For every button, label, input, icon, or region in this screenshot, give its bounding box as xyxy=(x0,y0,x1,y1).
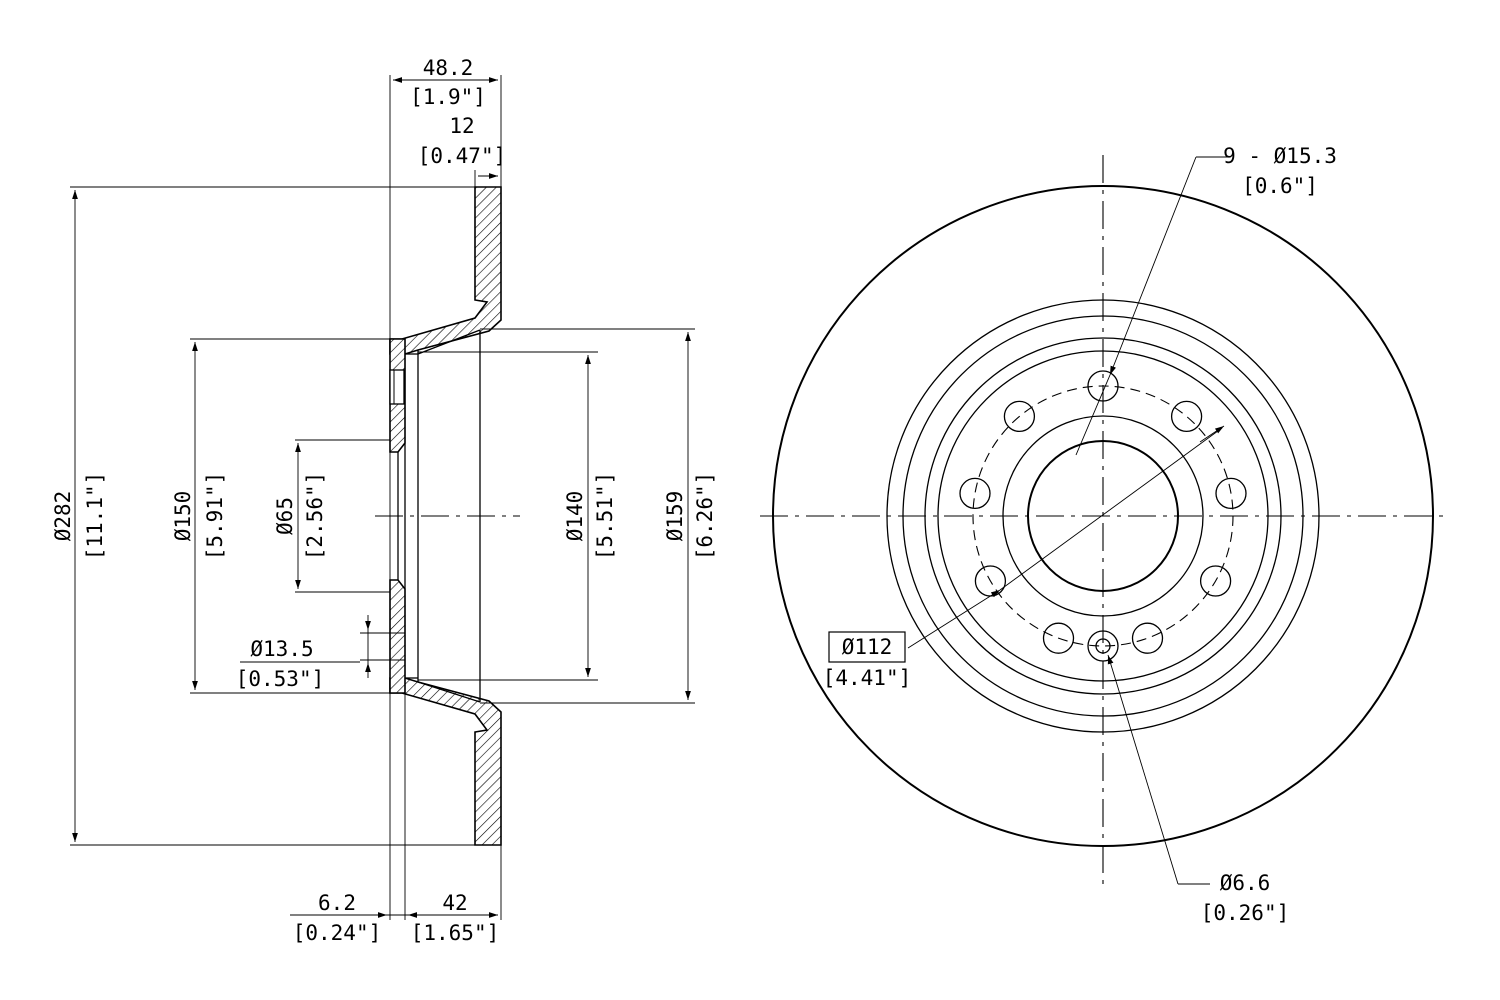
locating-hole-mm: Ø6.6 xyxy=(1220,871,1271,895)
bolt-hole xyxy=(959,477,991,510)
small-hole-in: [0.53"] xyxy=(236,667,325,691)
bolt-hole xyxy=(1042,622,1075,654)
bolt-holes-in: [0.6"] xyxy=(1242,174,1318,198)
hat-diameter-in: [5.91"] xyxy=(203,472,227,561)
center-bore-in: [2.56"] xyxy=(303,472,327,561)
hat-height-in: [1.65"] xyxy=(411,921,500,945)
bolt-hole xyxy=(1170,400,1203,433)
bolt-holes-mm: 9 - Ø15.3 xyxy=(1223,144,1337,168)
side-section-view: 48.2 [1.9"] 12 [0.47"] Ø282 [11.1"] Ø150… xyxy=(51,56,717,945)
small-hole-mm: Ø13.5 xyxy=(250,637,313,661)
bolt-hole xyxy=(1131,622,1164,654)
overall-width-mm: 48.2 xyxy=(423,56,474,80)
hub-face-thickness-in: [0.24"] xyxy=(293,921,382,945)
bolt-hole xyxy=(1199,565,1232,597)
bolt-holes xyxy=(959,370,1247,654)
inner-hat-diameter-mm: Ø140 xyxy=(563,491,587,542)
bolt-circle-in: [4.41"] xyxy=(823,666,912,690)
hat-outer-diameter-in: [6.26"] xyxy=(693,472,717,561)
locating-hole-in: [0.26"] xyxy=(1201,901,1290,925)
center-bore-mm: Ø65 xyxy=(273,497,297,535)
bolt-hole xyxy=(1215,477,1247,510)
bolt-circle-mm: Ø112 xyxy=(842,635,893,659)
inner-hat-diameter-in: [5.51"] xyxy=(593,472,617,561)
friction-thickness-mm: 12 xyxy=(449,114,474,138)
hat-height-mm: 42 xyxy=(442,891,467,915)
hat-outer-diameter-mm: Ø159 xyxy=(663,491,687,542)
bolt-hole xyxy=(1003,400,1036,433)
hub-face-bottom xyxy=(389,579,406,694)
outer-diameter-in: [11.1"] xyxy=(83,472,107,561)
hat-diameter-mm: Ø150 xyxy=(171,491,195,542)
overall-width-in: [1.9"] xyxy=(410,85,486,109)
hub-face-thickness-mm: 6.2 xyxy=(318,891,356,915)
outer-diameter-mm: Ø282 xyxy=(51,491,75,542)
friction-thickness-in: [0.47"] xyxy=(418,144,507,168)
front-view: 9 - Ø15.3 [0.6"] Ø112 [4.41"] Ø6.6 [0.26… xyxy=(760,144,1450,925)
bolt-circle-box xyxy=(828,631,906,663)
small-hole-section xyxy=(389,369,405,405)
